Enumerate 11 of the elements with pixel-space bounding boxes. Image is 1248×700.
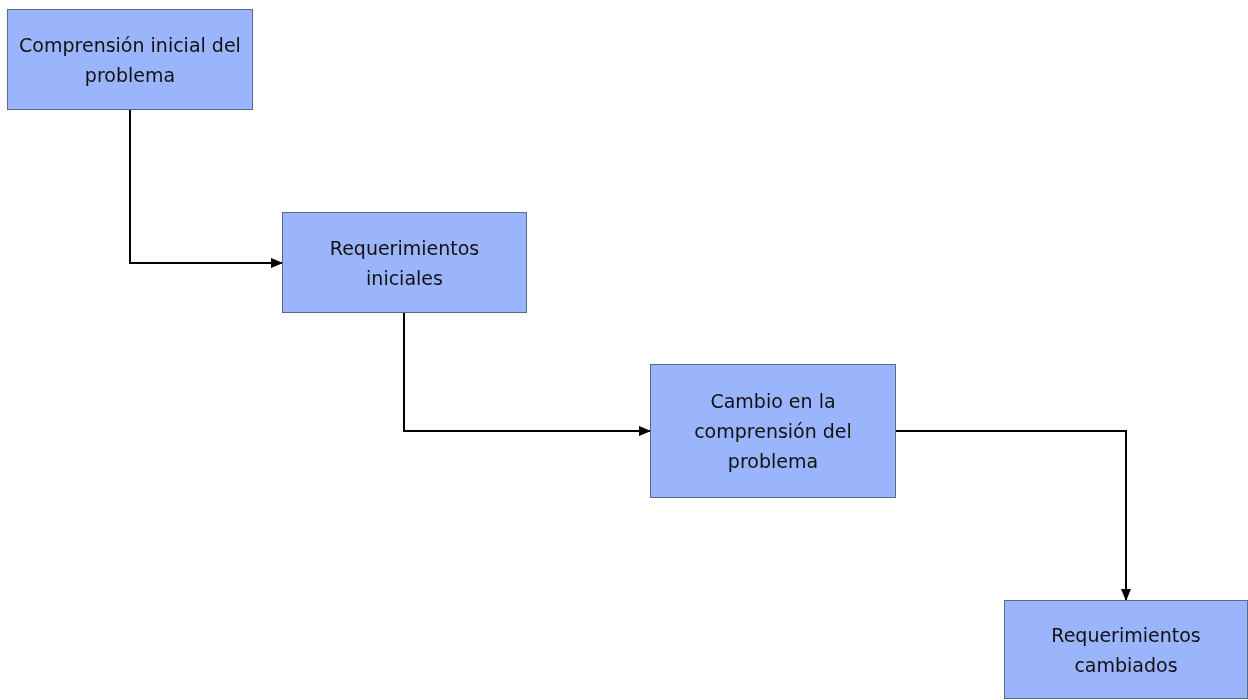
arrow xyxy=(895,430,1131,601)
arrow xyxy=(129,109,283,268)
box-label: Requerimientos iniciales xyxy=(328,235,481,291)
process-box xyxy=(1004,600,1248,699)
process-box xyxy=(650,364,896,498)
process-box xyxy=(7,9,253,110)
box-label: Comprensión inicial del problema xyxy=(18,32,242,88)
process-box xyxy=(282,212,527,313)
arrow xyxy=(403,312,651,436)
box-label: Requerimientos cambiados xyxy=(1050,622,1202,678)
box-label: Cambio en la comprensión del problema xyxy=(693,389,853,474)
